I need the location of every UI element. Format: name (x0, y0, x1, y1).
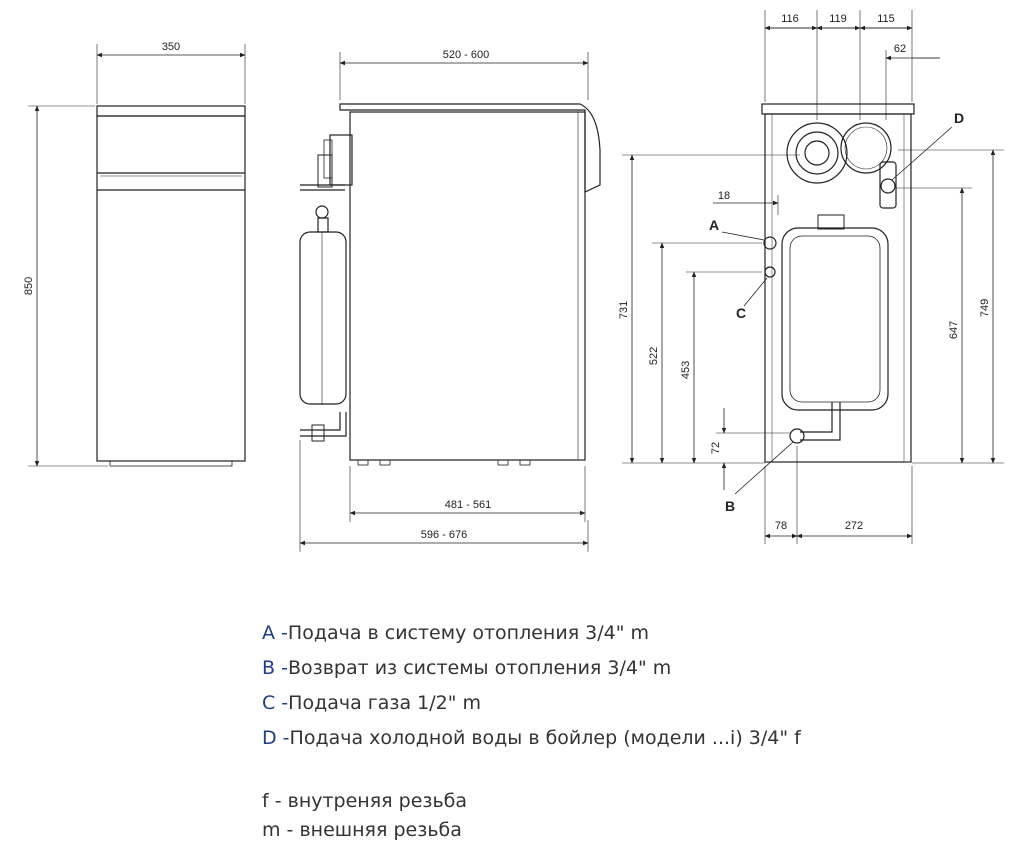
rear-connection-a (763, 236, 777, 250)
rear-h-dim-72: 72 (710, 442, 722, 454)
legend-text-b: Возврат из системы отопления 3/4" m (287, 657, 672, 679)
connections-legend: A -Подача в систему отопления 3/4" m B -… (262, 616, 801, 756)
rear-top-dim-119: 119 (829, 13, 847, 25)
front-width-label: 350 (162, 41, 180, 53)
legend-key-b: B - (262, 657, 288, 679)
legend-key-c: C - (262, 692, 289, 714)
front-view (28, 44, 246, 467)
rear-offset-dim-18: 18 (718, 190, 730, 202)
technical-drawing: 350 850 520 (23, 10, 1004, 552)
side-depth-total-label: 596 - 676 (421, 529, 467, 541)
legend-text-a: Подача в систему отопления 3/4" m (287, 622, 650, 644)
rear-connection-b (789, 428, 805, 444)
legend-item-b: B -Возврат из системы отопления 3/4" m (262, 651, 801, 686)
side-valve-upper (317, 154, 333, 188)
note-internal-thread: f - внутреняя резьба (262, 790, 468, 812)
side-body (349, 111, 586, 461)
connection-label-a: A (709, 217, 719, 233)
thread-notes: f - внутреняя резьба m - внешняя резьба (262, 787, 467, 845)
rear-flue-outlet (786, 122, 848, 184)
note-external-thread: m - внешняя резьба (262, 819, 462, 841)
legend-item-d: D -Подача холодной воды в бойлер (модели… (262, 721, 801, 756)
legend-key-a: A - (262, 622, 288, 644)
side-view (299, 52, 601, 552)
side-top-lid (339, 103, 601, 193)
rear-top-dim-115: 115 (877, 13, 895, 25)
rear-h-dim-647: 647 (948, 321, 960, 339)
connection-label-c: C (736, 305, 746, 321)
side-depth-top-label: 520 - 600 (443, 49, 489, 61)
legend-text-d: Подача холодной воды в бойлер (модели ..… (289, 727, 801, 749)
rear-h-dim-749: 749 (979, 299, 991, 317)
front-top-lid (96, 105, 246, 117)
legend-key-d: D - (262, 727, 290, 749)
rear-air-intake (840, 122, 892, 174)
rear-body (764, 113, 912, 463)
rear-bottom-dim-78: 78 (775, 520, 787, 532)
rear-tank (781, 227, 889, 411)
legend-text-c: Подача газа 1/2" m (288, 692, 482, 714)
rear-bottom-dim-272: 272 (845, 520, 863, 532)
rear-connection-c (764, 266, 776, 278)
rear-h-dim-522: 522 (648, 347, 660, 365)
rear-h-dim-453: 453 (680, 361, 692, 379)
rear-view (622, 10, 1004, 544)
rear-connection-d (879, 161, 897, 209)
rear-top-lid (761, 103, 915, 115)
rear-top-dim-62: 62 (894, 43, 906, 55)
side-depth-inner-label: 481 - 561 (445, 499, 491, 511)
rear-h-dim-731: 731 (618, 301, 630, 319)
legend-item-a: A -Подача в систему отопления 3/4" m (262, 616, 801, 651)
front-body (96, 115, 246, 462)
front-height-label: 850 (23, 277, 35, 295)
side-rear-flue (329, 134, 353, 186)
rear-top-dim-116: 116 (781, 13, 799, 25)
legend-item-c: C -Подача газа 1/2" m (262, 686, 801, 721)
side-expansion-vessel (299, 231, 347, 405)
connection-label-b: B (725, 498, 735, 514)
front-base (109, 460, 233, 467)
connection-label-d: D (954, 110, 964, 126)
